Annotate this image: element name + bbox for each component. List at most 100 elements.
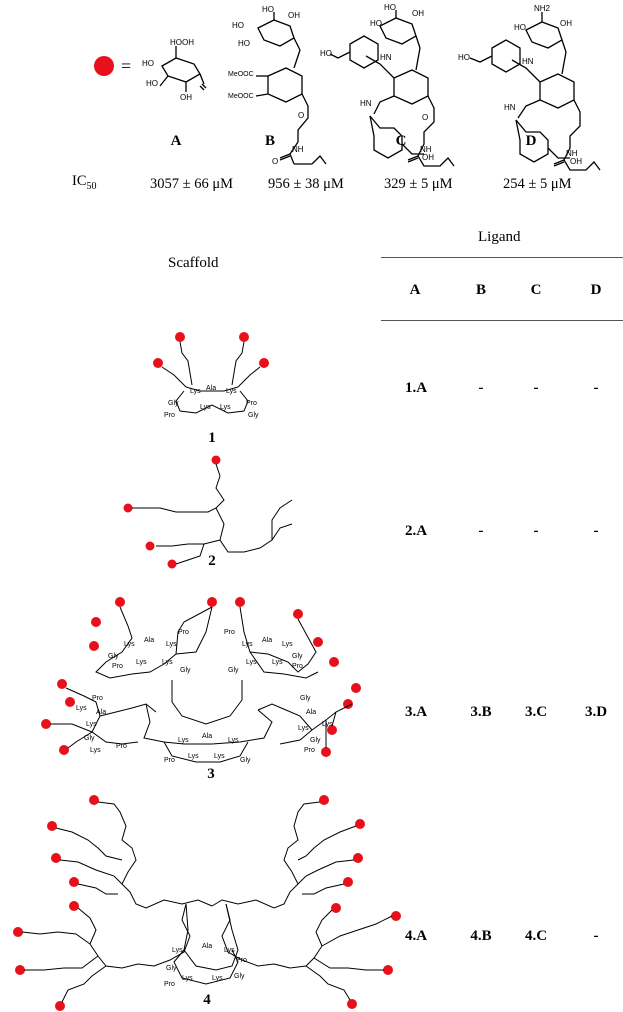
ligand-c-structure: HO OH HO HO HN HN OH O NH [320,3,455,167]
residue-lys: Lys [86,721,97,728]
residue-ala: Ala [96,709,106,716]
label-ho: HO [458,53,470,62]
label-ho: HO [142,59,154,68]
ligand-header: Ligand [478,229,521,245]
residue-gly: Gly [300,695,311,702]
label-o: O [272,157,278,166]
residue-gly: Gly [166,965,177,972]
ligand-a-structure: HO OH HO HO OH [142,38,207,102]
residue-pro: Pro [92,695,103,702]
residue-lys: Lys [298,725,309,732]
header-rule-top [381,257,623,258]
residue-lys: Lys [200,404,211,411]
label-oh: OH [422,153,434,162]
column-header-c: C [530,282,542,298]
residue-pro: Pro [224,629,235,636]
label-hn: HN [522,57,534,66]
label-ho: HO [232,21,244,30]
residue-lys: Lys [214,753,225,760]
scaffold-number-1: 1 [208,430,216,446]
label-ho: HO [146,79,158,88]
cell-3a: 3.A [404,704,428,720]
ligand-dots [41,597,361,757]
column-header-a: A [409,282,421,298]
residue-gly: Gly [310,737,321,744]
residue-pro: Pro [164,757,175,764]
label-nh: NH [420,145,432,154]
residue-pro: Pro [164,981,175,988]
residue-ala: Ala [202,943,212,950]
label-ho: HO [262,5,274,14]
ligand-label-a: A [170,133,182,149]
residue-lys: Lys [136,659,147,666]
residue-lys: Lys [224,947,235,954]
cell-2a: 2.A [404,523,428,539]
cell-1d: - [593,380,599,396]
label-ho: HO [384,3,396,12]
residue-pro: Pro [164,412,175,419]
residue-lys: Lys [162,659,173,666]
residue-lys: Lys [322,721,333,728]
cell-2d: - [593,523,599,539]
ic50-label: IC50 [72,173,97,192]
residue-lys: Lys [282,641,293,648]
label-meooc: MeOOC [228,71,254,78]
cell-4d: - [593,928,599,944]
label-oh: OH [412,9,424,18]
cell-1a: 1.A [404,380,428,396]
label-oh: OH [180,93,192,102]
label-nh: NH [292,145,304,154]
ligand-dots [123,455,221,569]
scaffold-number-2: 2 [208,553,216,569]
residue-lys: Lys [124,641,135,648]
label-oh: OH [570,157,582,166]
column-header-b: B [475,282,486,298]
residue-gly: Gly [84,735,95,742]
ligand-label-b: B [264,133,275,149]
residue-pro: Pro [304,747,315,754]
residue-lys: Lys [76,705,87,712]
residue-ala: Ala [206,385,216,392]
residue-lys: Lys [166,641,177,648]
scaffold-2-structure [123,455,293,569]
equals-sign: = [121,56,132,76]
residue-pro: Pro [112,663,123,670]
residue-gly: Gly [108,653,119,660]
residue-lys: Lys [228,737,239,744]
ic50-value-a: 3057 ± 66 μM [150,176,233,192]
residue-lys: Lys [272,659,283,666]
scaffold-1-structure: Lys Ala Lys Gly Pro Lys Lys Pro Gly [153,332,269,419]
residue-gly: Gly [168,400,179,407]
residue-ala: Ala [262,637,272,644]
label-oh: OH [288,11,300,20]
residue-gly: Gly [234,973,245,980]
residue-lys: Lys [190,388,201,395]
residue-ala: Ala [144,637,154,644]
label-meooc: MeOOC [228,93,254,100]
residue-gly: Gly [248,412,259,419]
cell-4b: 4.B [470,928,492,944]
residue-gly: Gly [292,653,303,660]
scaffold-number-3: 3 [207,766,215,782]
residue-lys: Lys [212,975,223,982]
residue-ala: Ala [202,733,212,740]
residue-pro: Pro [178,629,189,636]
residue-gly: Gly [180,667,191,674]
ic50-value-c: 329 ± 5 μM [384,176,453,192]
residue-gly: Gly [240,757,251,764]
residue-lys: Lys [178,737,189,744]
label-o: O [298,111,304,120]
residue-lys: Lys [220,404,231,411]
residue-gly: Gly [228,667,239,674]
residue-lys: Lys [182,975,193,982]
scaffold-header: Scaffold [168,255,219,271]
label-hn: HN [380,53,392,62]
scaffold-4-structure: Lys Ala Lys Pro Gly Lys Lys Gly Pro [13,795,401,1011]
cell-3b: 3.B [470,704,492,720]
scaffold-number-4: 4 [203,992,211,1008]
ligand-marker-dot [94,56,114,76]
residue-pro: Pro [292,663,303,670]
ligand-label-c: C [395,133,407,149]
ligand-label-d: D [525,133,537,149]
cell-3d: 3.D [584,704,608,720]
